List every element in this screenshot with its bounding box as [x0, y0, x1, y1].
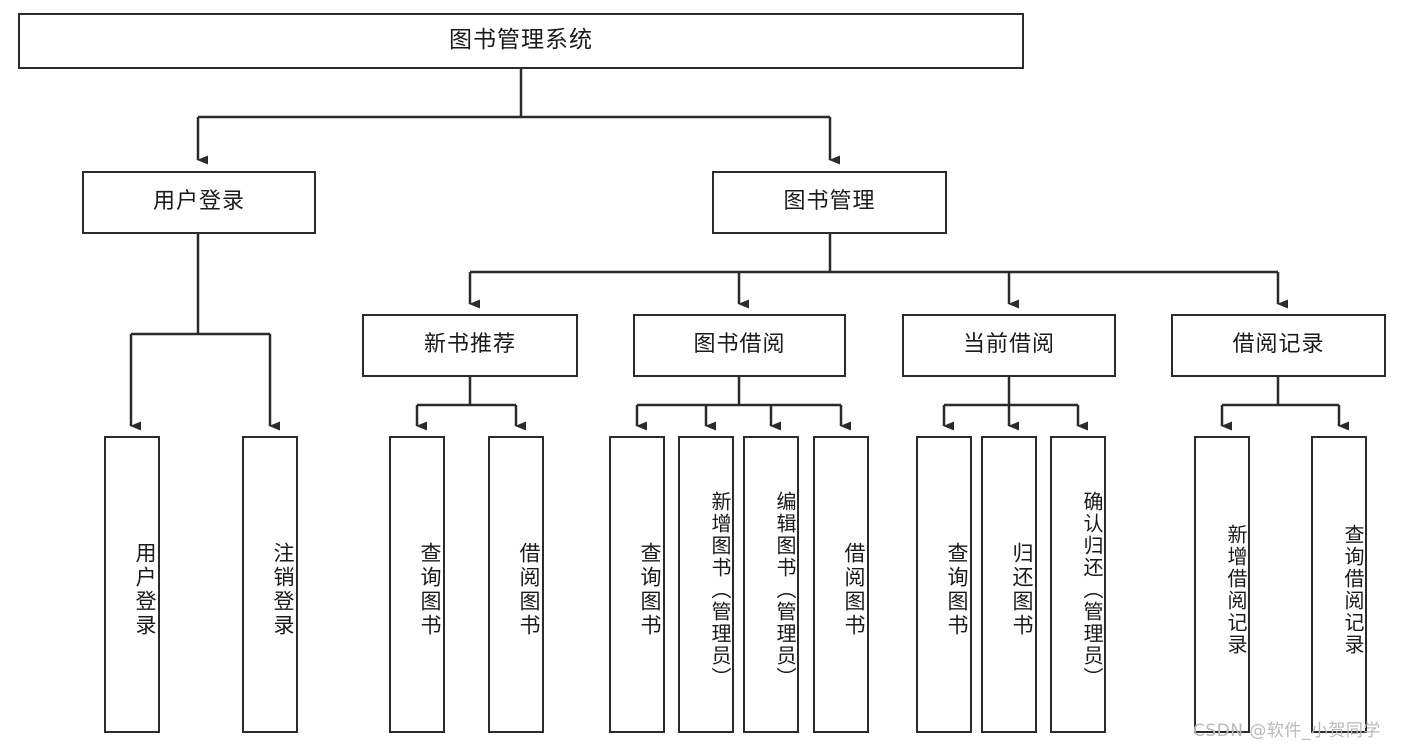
leaf-current-return-book[interactable]: 归还图书 — [981, 436, 1037, 733]
leaf-recommend-borrow-book[interactable]: 借阅图书 — [488, 436, 544, 733]
leaf-current-query-book[interactable]: 查询图书 — [916, 436, 972, 733]
leaf-current-confirm-return-admin[interactable]: 确认归还（管理员） — [1050, 436, 1106, 733]
leaf-borrow-borrow-book[interactable]: 借阅图书 — [813, 436, 869, 733]
node-book-management[interactable]: 图书管理 — [712, 171, 947, 234]
leaf-recommend-query-book[interactable]: 查询图书 — [389, 436, 445, 733]
leaf-record-query-borrow-record[interactable]: 查询借阅记录 — [1311, 436, 1367, 733]
leaf-user-login[interactable]: 用户登录 — [104, 436, 160, 733]
node-new-book-recommend[interactable]: 新书推荐 — [362, 314, 578, 377]
leaf-borrow-query-book[interactable]: 查询图书 — [609, 436, 665, 733]
node-root-system[interactable]: 图书管理系统 — [18, 13, 1024, 69]
leaf-record-add-borrow-record[interactable]: 新增借阅记录 — [1194, 436, 1250, 733]
leaf-borrow-edit-book-admin[interactable]: 编辑图书（管理员） — [743, 436, 799, 733]
node-borrow-record[interactable]: 借阅记录 — [1171, 314, 1386, 377]
leaf-borrow-add-book-admin[interactable]: 新增图书（管理员） — [678, 436, 734, 733]
leaf-user-logout[interactable]: 注销登录 — [242, 436, 298, 733]
csdn-watermark: CSDN @软件_小贺同学 — [1193, 721, 1381, 741]
node-user-login[interactable]: 用户登录 — [82, 171, 316, 234]
node-book-borrow[interactable]: 图书借阅 — [633, 314, 846, 377]
node-current-borrow[interactable]: 当前借阅 — [902, 314, 1116, 377]
